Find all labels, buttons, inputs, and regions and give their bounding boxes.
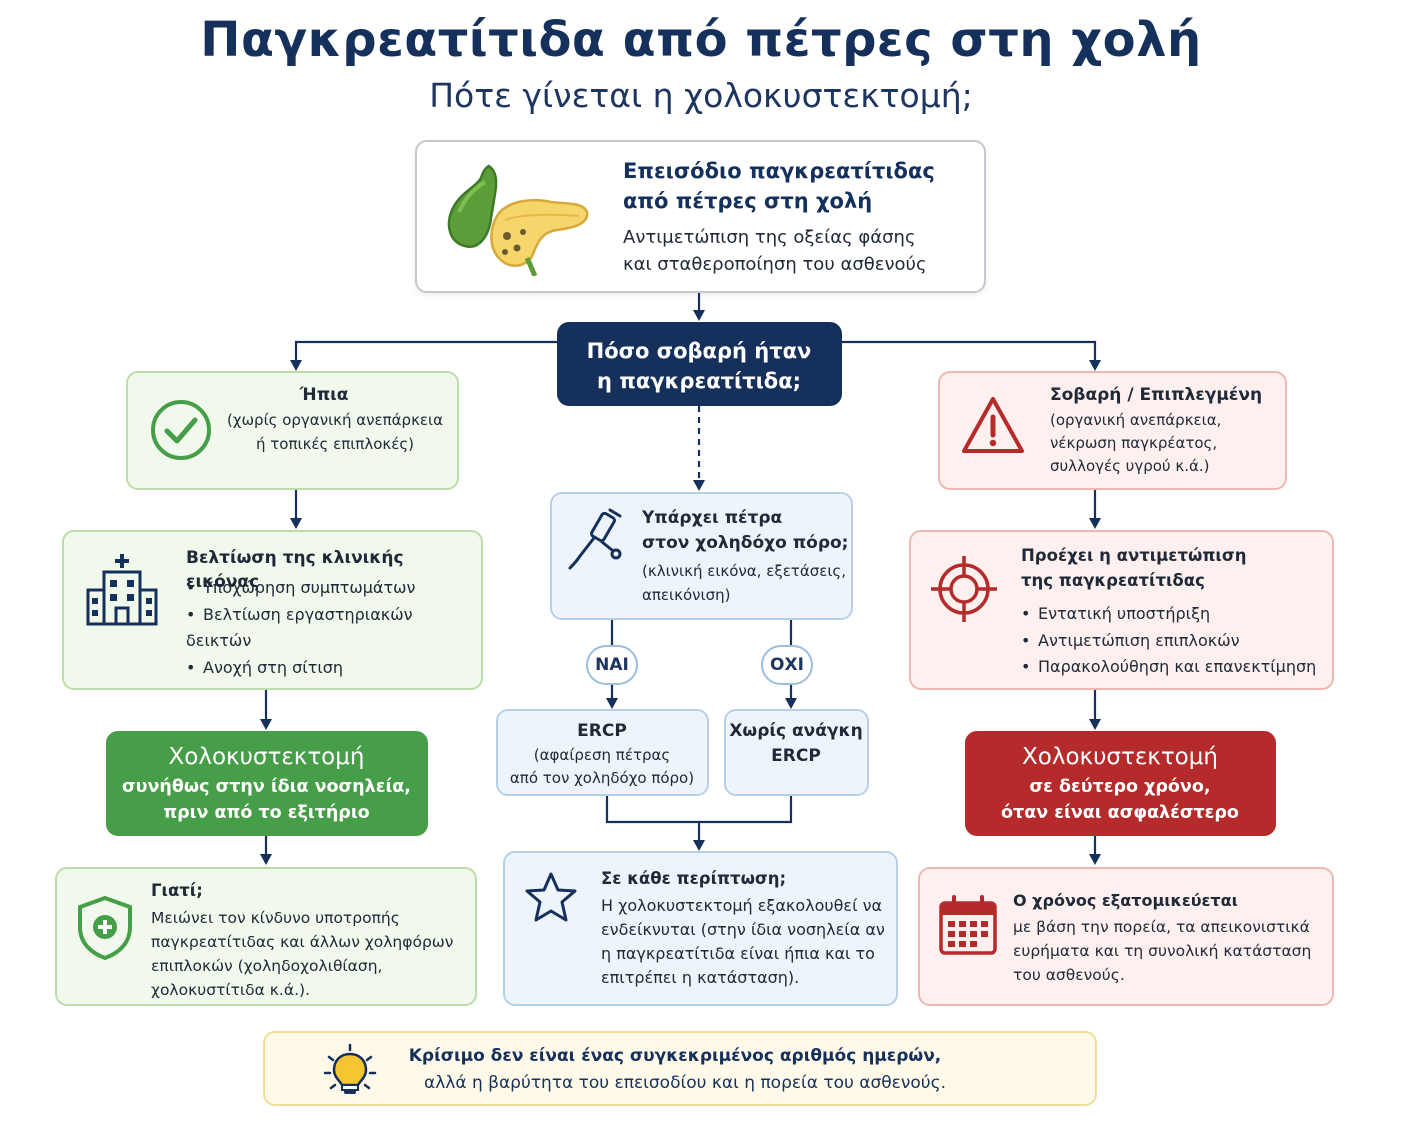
star-icon	[525, 872, 577, 922]
timing-line: ευρήματα και τη συνολική κατάσταση	[1013, 942, 1312, 960]
timing-box: Ο χρόνος εξατομικεύεται με βάση την πορε…	[918, 867, 1334, 1006]
mild-desc-line2: ή τοπικές επιπλοκές)	[255, 435, 414, 453]
no-label: ΟΧΙ	[761, 645, 813, 685]
target-icon	[931, 556, 997, 622]
no-ercp-line2: ERCP	[771, 746, 821, 766]
any-line: Η χολοκυστεκτομή εξακολουθεί να	[601, 896, 883, 915]
mild-surgery-line3: πριν από το εξιτήριο	[163, 803, 370, 823]
ercp-box: ERCP (αφαίρεση πέτρας από τον χοληδόχο π…	[496, 709, 709, 796]
question-line2: η παγκρεατίτιδα;	[596, 369, 802, 393]
improve-list: Υποχώρηση συμπτωμάτων Βελτίωση εργαστηρι…	[186, 575, 481, 681]
severe-desc-line: νέκρωση παγκρέατος,	[1050, 434, 1218, 452]
why-line: Μειώνει τον κίνδυνο υποτροπής	[151, 909, 400, 927]
mild-surgery-box: Χολοκυστεκτομή συνήθως στην ίδια νοσηλεί…	[106, 731, 428, 836]
start-desc-line1: Αντιμετώπιση της οξείας φάσης	[623, 227, 916, 248]
mild-surgery-line2: συνήθως στην ίδια νοσηλεία,	[122, 777, 411, 797]
severe-surgery-line1: Χολοκυστεκτομή	[1022, 744, 1218, 770]
severe-surgery-line2: σε δεύτερο χρόνο,	[1029, 777, 1211, 797]
severe-surgery-box: Χολοκυστεκτομή σε δεύτερο χρόνο, όταν εί…	[965, 731, 1276, 836]
start-box: Επεισόδιο παγκρεατίτιδας από πέτρες στη …	[415, 140, 986, 293]
priority-line2: της παγκρεατίτιδας	[1021, 571, 1205, 590]
list-item: Βελτίωση εργαστηριακών δεικτών	[186, 602, 481, 655]
page-subtitle: Πότε γίνεται η χολοκυστεκτομή;	[429, 76, 973, 115]
no-ercp-line1: Χωρίς ανάγκη	[729, 721, 863, 741]
list-item: Παρακολούθηση και επανεκτίμηση	[1021, 654, 1316, 681]
timing-line: του ασθενούς.	[1013, 966, 1125, 984]
mild-surgery-line1: Χολοκυστεκτομή	[168, 744, 365, 770]
start-title-line2: από πέτρες στη χολή	[623, 189, 873, 213]
list-item: Εντατική υποστήριξη	[1021, 601, 1316, 628]
shield-plus-icon	[78, 895, 132, 961]
mild-box: Ήπια (χωρίς οργανική ανεπάρκεια ή τοπικέ…	[126, 371, 459, 490]
start-title-line1: Επεισόδιο παγκρεατίτιδας	[623, 159, 935, 183]
lightbulb-icon	[323, 1043, 377, 1094]
severe-box: Σοβαρή / Επιπλεγμένη (οργανική ανεπάρκει…	[938, 371, 1287, 490]
hospital-icon	[86, 554, 158, 626]
calendar-icon	[939, 895, 997, 955]
list-item: Ανοχή στη σίτιση	[186, 655, 481, 682]
why-box: Γιατί; Μειώνει τον κίνδυνο υποτροπής παγ…	[55, 867, 477, 1006]
stone-desc-line2: απεικόνιση)	[642, 586, 731, 604]
clinical-improvement-box: Βελτίωση της κλινικής εικόνας Υποχώρηση …	[62, 530, 483, 690]
severe-desc-line: (οργανική ανεπάρκεια,	[1050, 411, 1222, 429]
severity-question-box: Πόσο σοβαρή ήταν η παγκρεατίτιδα;	[557, 322, 842, 406]
any-line: η παγκρεατίτιδα είναι ήπια και το	[601, 944, 875, 963]
ercp-desc-line1: (αφαίρεση πέτρας	[533, 746, 671, 764]
any-line: επιτρέπει η κατάσταση).	[601, 968, 800, 987]
stone-line2: στον χοληδόχο πόρο;	[642, 533, 849, 553]
priority-box: Προέχει η αντιμετώπιση της παγκρεατίτιδα…	[909, 530, 1334, 690]
check-circle-icon	[151, 400, 211, 460]
any-title: Σε κάθε περίπτωση;	[601, 869, 787, 888]
severe-title: Σοβαρή / Επιπλεγμένη	[1050, 385, 1263, 405]
timing-line: με βάση την πορεία, τα απεικονιστικά	[1013, 918, 1310, 936]
priority-line1: Προέχει η αντιμετώπιση	[1021, 546, 1247, 565]
endoscope-icon	[568, 508, 622, 570]
list-item: Αντιμετώπιση επιπλοκών	[1021, 628, 1316, 655]
mild-desc-line1: (χωρίς οργανική ανεπάρκεια	[226, 411, 443, 429]
stone-line1: Υπάρχει πέτρα	[642, 508, 783, 528]
stone-desc-line1: (κλινική εικόνα, εξετάσεις,	[642, 562, 846, 580]
footer-line1: Κρίσιμο δεν είναι ένας συγκεκριμένος αρι…	[408, 1046, 942, 1066]
priority-list: Εντατική υποστήριξη Αντιμετώπιση επιπλοκ…	[1021, 601, 1316, 681]
timing-title: Ο χρόνος εξατομικεύεται	[1013, 891, 1238, 910]
why-line: χολοκυστίτιδα κ.ά.).	[151, 981, 310, 999]
page-title: Παγκρεατίτιδα από πέτρες στη χολή	[200, 12, 1202, 68]
mild-title: Ήπια	[299, 385, 349, 405]
why-line: παγκρεατίτιδας και άλλων χοληφόρων	[151, 933, 454, 951]
any-line: ενδείκνυται (στην ίδια νοσηλεία αν	[601, 920, 885, 939]
ercp-desc-line2: από τον χοληδόχο πόρο)	[509, 769, 695, 787]
no-ercp-box: Χωρίς ανάγκη ERCP	[724, 709, 869, 796]
any-case-box: Σε κάθε περίπτωση; Η χολοκυστεκτομή εξακ…	[503, 851, 898, 1006]
severe-desc-line: συλλογές υγρού κ.ά.)	[1050, 457, 1210, 475]
question-line1: Πόσο σοβαρή ήταν	[586, 339, 812, 363]
footer-line2: αλλά η βαρύτητα του επεισοδίου και η πορ…	[424, 1073, 946, 1093]
why-line: επιπλοκών (χοληδοχολιθίαση,	[151, 957, 383, 975]
why-title: Γιατί;	[151, 881, 203, 900]
stone-question-box: Υπάρχει πέτρα στον χοληδόχο πόρο; (κλινι…	[550, 492, 853, 620]
yes-label: ΝΑΙ	[586, 645, 638, 685]
severe-surgery-line3: όταν είναι ασφαλέστερο	[1001, 803, 1239, 823]
ercp-title: ERCP	[577, 721, 627, 741]
pancreas-icon	[447, 164, 589, 276]
start-desc-line2: και σταθεροποίηση του ασθενούς	[623, 254, 927, 275]
list-item: Υποχώρηση συμπτωμάτων	[186, 575, 481, 602]
warning-icon	[962, 397, 1024, 453]
footer-note: Κρίσιμο δεν είναι ένας συγκεκριμένος αρι…	[263, 1031, 1097, 1106]
